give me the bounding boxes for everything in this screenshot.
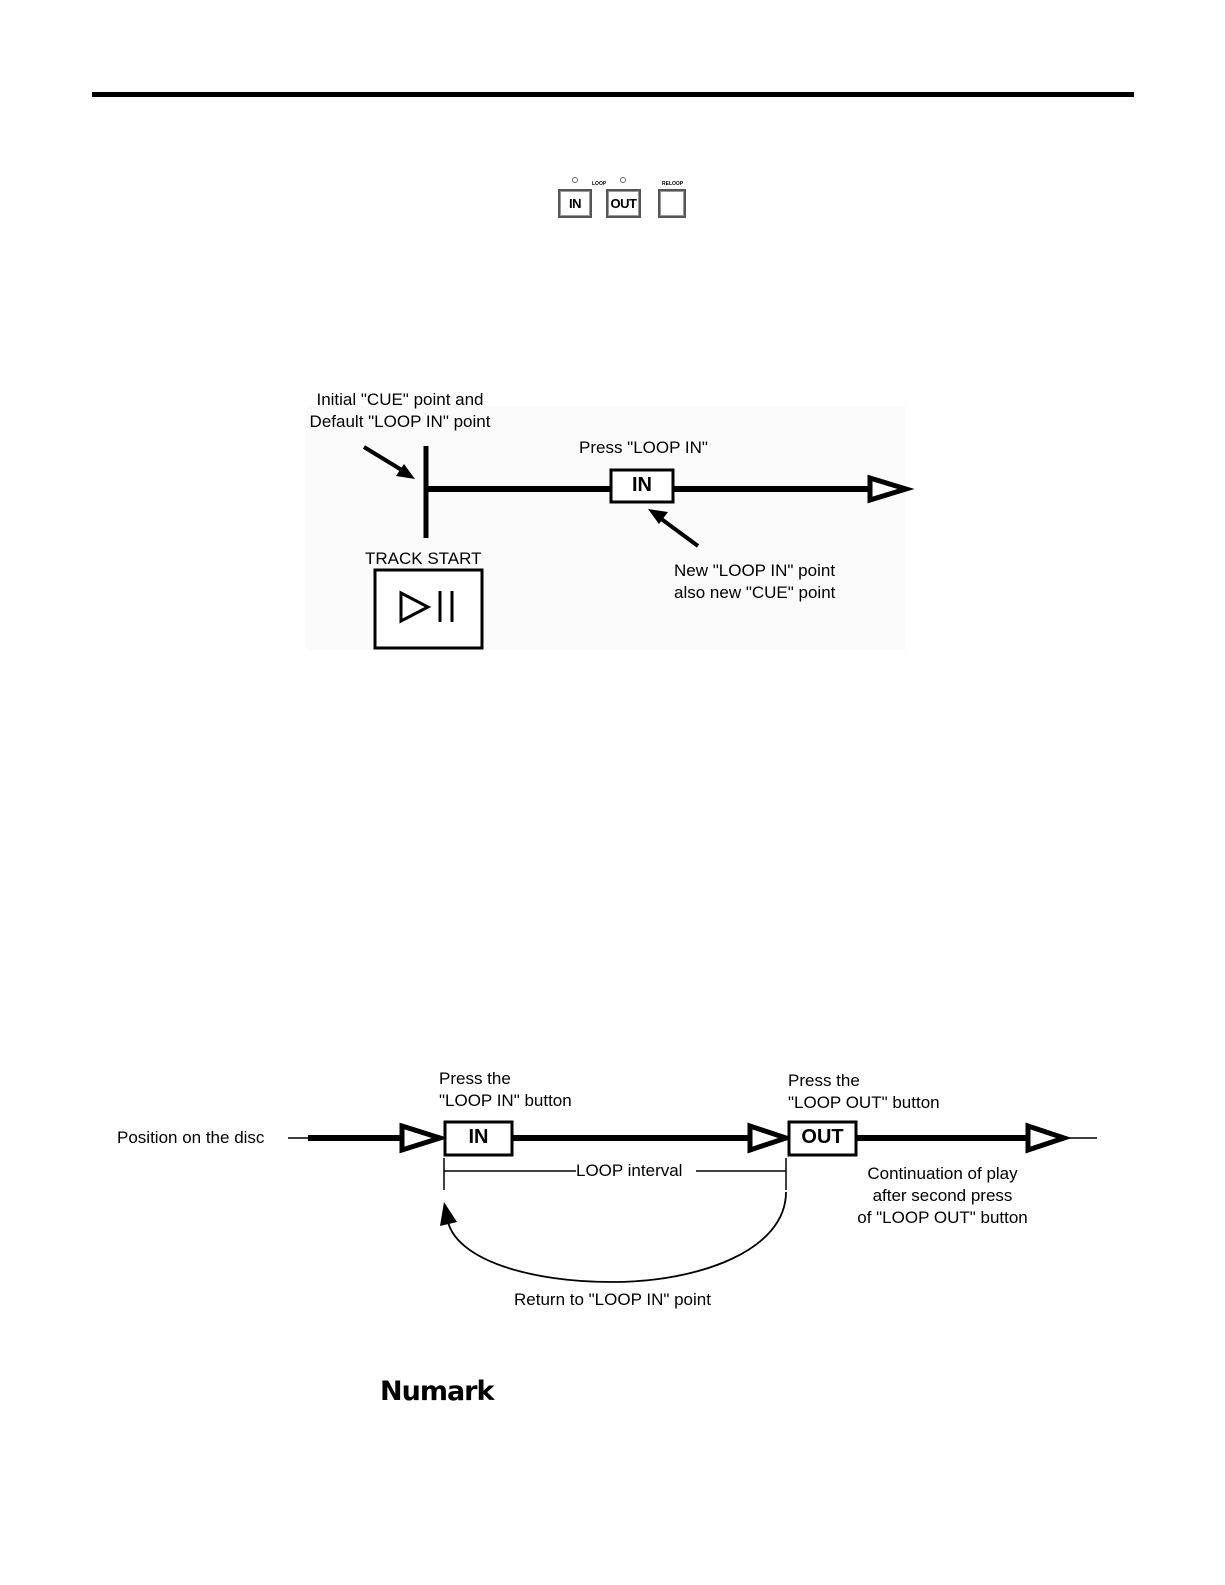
loop-out-button[interactable]: OUT (606, 189, 641, 218)
press-loop-out-line2: "LOOP OUT" button (788, 1093, 940, 1112)
in-marker-label: IN (632, 474, 652, 496)
play-pause-button-frame (373, 568, 484, 650)
reloop-label: RELOOP (662, 181, 684, 187)
new-loop-in-label-line1: New "LOOP IN" point (674, 561, 836, 580)
loop-in-led (572, 177, 578, 183)
continuation-line3: of "LOOP OUT" button (857, 1208, 1028, 1227)
track-start-label: TRACK START (365, 549, 482, 568)
return-label: Return to "LOOP IN" point (514, 1290, 711, 1309)
reloop-button[interactable] (658, 189, 686, 218)
new-in-pointer-head (648, 509, 668, 524)
timeline-2-arrow-a (399, 1122, 449, 1154)
press-loop-out-line1: Press the (788, 1071, 860, 1090)
continuation-line1: Continuation of play (867, 1164, 1018, 1183)
continuation-line2: after second press (872, 1186, 1013, 1205)
loop-label: LOOP (592, 181, 607, 187)
play-icon (399, 590, 432, 624)
press-loop-in-line1: Press the (439, 1069, 511, 1088)
loop-in-button[interactable]: IN (558, 189, 592, 218)
press-loop-in-label: Press "LOOP IN" (579, 438, 708, 457)
press-loop-in-line2: "LOOP IN" button (439, 1091, 572, 1110)
return-curve (447, 1191, 787, 1283)
timeline-2-arrow-c (1025, 1122, 1072, 1154)
position-on-disc-label: Position on the disc (117, 1128, 265, 1147)
press-loop-out-label: Press the "LOOP OUT" button (788, 1070, 940, 1114)
timeline-1-arrowhead (867, 474, 915, 504)
press-loop-in-label-2: Press the "LOOP IN" button (439, 1068, 572, 1112)
timeline-2-arrow-b (747, 1122, 794, 1154)
new-loop-in-label: New "LOOP IN" point also new "CUE" point (674, 560, 835, 604)
out-box-2 (787, 1120, 858, 1157)
header-rule (92, 92, 1134, 97)
cue-pointer-head (396, 464, 415, 479)
in-box-2 (443, 1120, 514, 1157)
loop-out-button-label: OUT (610, 196, 637, 211)
cue-point-label: Initial "CUE" point and Default "LOOP IN… (300, 389, 500, 433)
return-arrowhead (440, 1202, 457, 1226)
cue-point-label-line1: Initial "CUE" point and (316, 390, 484, 409)
diagram2-lines (288, 1120, 1097, 1283)
out-box-2-label: OUT (801, 1126, 844, 1148)
new-in-pointer-line (658, 516, 700, 548)
diagram1-lines (362, 445, 915, 650)
loop-interval-label: LOOP interval (576, 1161, 683, 1180)
loop-out-led (620, 177, 626, 183)
numark-logo: Numark (380, 1376, 494, 1407)
continuation-label: Continuation of play after second press … (840, 1163, 1045, 1229)
in-box-2-label: IN (468, 1126, 489, 1148)
new-loop-in-label-line2: also new "CUE" point (674, 583, 836, 602)
loop-in-button-label: IN (569, 196, 582, 211)
in-marker-box (609, 468, 675, 504)
cue-pointer-line (362, 445, 407, 474)
cue-point-label-line2: Default "LOOP IN" point (309, 412, 491, 431)
